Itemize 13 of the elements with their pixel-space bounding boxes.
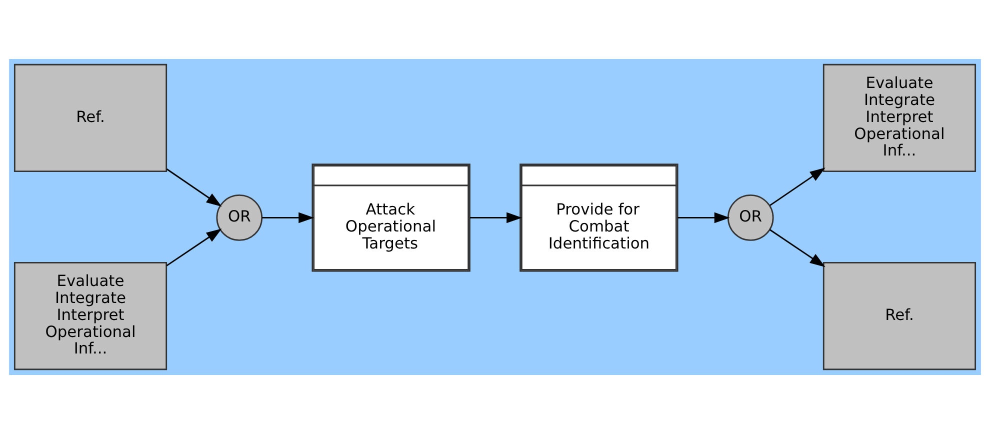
node-box: Ref. [14, 64, 168, 172]
arrow [770, 168, 826, 206]
node-circle: OR [727, 194, 774, 241]
arrow [262, 212, 314, 224]
arrow [166, 228, 222, 266]
arrow [166, 168, 222, 207]
arrow [770, 229, 826, 268]
node-box: Ref. [822, 262, 976, 370]
node-box: Evaluate Integrate Interpret Operational Inf... [14, 262, 168, 370]
arrow [470, 212, 522, 224]
node-circle: OR [216, 194, 263, 241]
node-box: Evaluate Integrate Interpret Operational Inf... [822, 64, 976, 172]
arrow [678, 212, 730, 224]
